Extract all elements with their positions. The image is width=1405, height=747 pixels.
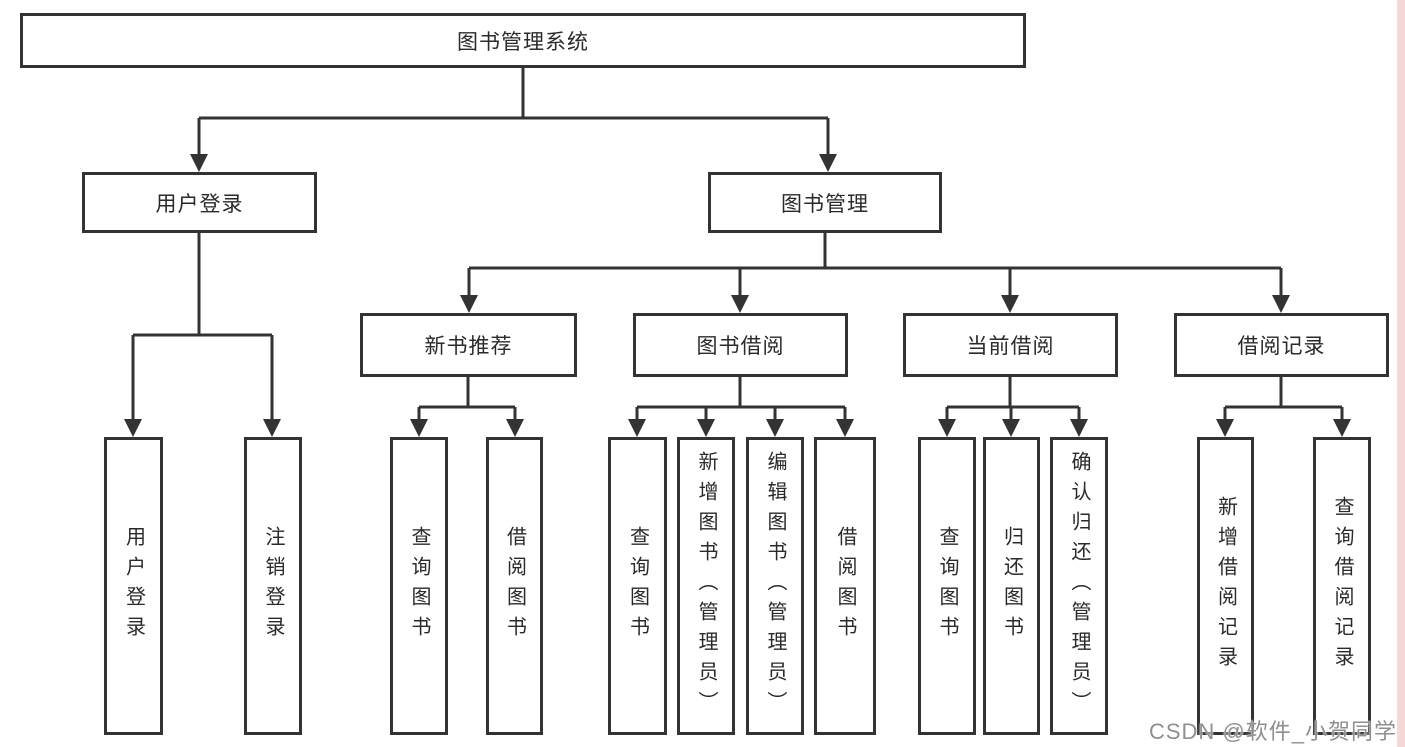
leaf-current-confirm-return-admin: 确认归还（管理员） <box>1050 437 1108 735</box>
leaf-borrow-edit-books-admin: 编辑图书（管理员） <box>746 437 804 735</box>
node-new-book-recommend: 新书推荐 <box>360 313 577 377</box>
leaf-recommend-query-books: 查询图书 <box>390 437 448 735</box>
leaf-current-query-books: 查询图书 <box>918 437 976 735</box>
node-current-borrow: 当前借阅 <box>903 313 1118 377</box>
node-root: 图书管理系统 <box>20 13 1026 68</box>
wire-root-split <box>199 68 828 120</box>
leaf-recommend-borrow-books: 借阅图书 <box>486 437 543 735</box>
wire-new-book-rec <box>417 377 517 421</box>
leaf-borrow-query-books: 查询图书 <box>608 437 667 735</box>
wire-borrow-records <box>1223 377 1344 421</box>
leaf-borrow-add-books-admin: 新增图书（管理员） <box>677 437 735 735</box>
leaf-logout: 注销登录 <box>244 437 302 735</box>
leaf-current-return-books: 归还图书 <box>983 437 1040 735</box>
watermark-text: CSDN @软件_小贺同学 <box>1148 719 1397 744</box>
wire-user-login <box>131 233 274 421</box>
right-edge-strip <box>1397 0 1405 747</box>
wire-current-borrow <box>945 377 1081 421</box>
node-book-borrow: 图书借阅 <box>633 313 848 377</box>
wire-book-mgmt <box>467 233 1283 297</box>
leaf-borrow-borrow-books: 借阅图书 <box>814 437 876 735</box>
node-user-login: 用户登录 <box>82 172 317 233</box>
node-borrow-records: 借阅记录 <box>1174 313 1389 377</box>
leaf-records-query-record: 查询借阅记录 <box>1313 437 1371 735</box>
wire-book-borrow <box>635 377 847 421</box>
leaf-records-add-record: 新增借阅记录 <box>1197 437 1254 735</box>
leaf-user-login: 用户登录 <box>104 437 163 735</box>
node-book-management: 图书管理 <box>708 172 942 233</box>
